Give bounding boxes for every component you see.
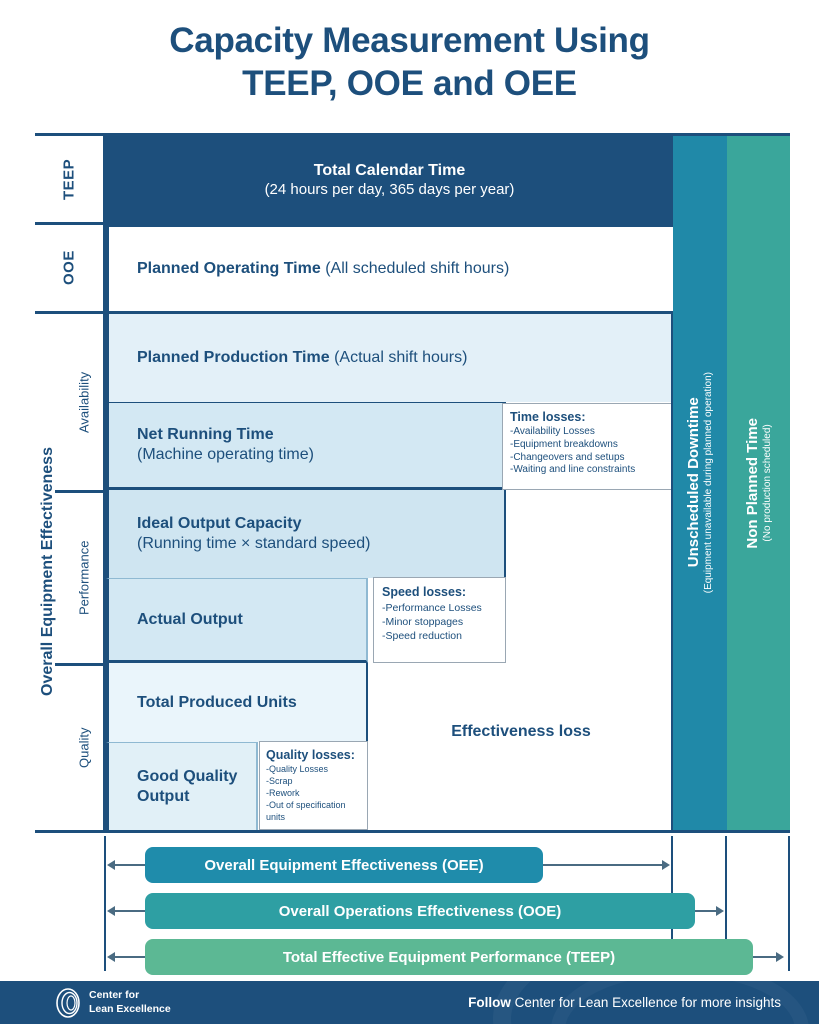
speed-losses-title: Speed losses: bbox=[382, 585, 467, 599]
page-title: Capacity Measurement Using TEEP, OOE and… bbox=[0, 20, 819, 105]
row-ideal-output-capacity: Ideal Output Capacity (Running time × st… bbox=[106, 490, 506, 578]
diagram-top-rule bbox=[35, 133, 790, 136]
non-planned-time-heading: Non Planned Time bbox=[743, 417, 761, 549]
teep-arrow-right-head bbox=[776, 952, 784, 962]
time-losses-item: -Availability Losses bbox=[510, 426, 595, 437]
planned-operating-time-title: Planned Operating Time bbox=[137, 260, 321, 277]
sidebar-spine bbox=[103, 136, 106, 830]
guide-line-left bbox=[104, 836, 106, 971]
column-unscheduled-downtime: Unscheduled Downtime (Equipment unavaila… bbox=[673, 136, 727, 830]
time-losses-item: -Equipment breakdowns bbox=[510, 438, 618, 450]
sidebar-label-teep: TEEP bbox=[60, 158, 78, 200]
main-right-edge-rule bbox=[671, 314, 673, 830]
row-net-running-time: Net Running Time (Machine operating time… bbox=[106, 402, 506, 490]
row-effectiveness-loss: Effectiveness loss bbox=[369, 663, 673, 830]
good-quality-output-title: Good Quality Output bbox=[137, 768, 238, 805]
actual-output-title: Actual Output bbox=[137, 610, 243, 628]
non-planned-time-sub: (No production scheduled) bbox=[761, 424, 773, 542]
row-planned-operating-time: Planned Operating Time (All scheduled sh… bbox=[106, 224, 673, 314]
lean-excellence-logo-icon bbox=[56, 987, 80, 1018]
column-non-planned-time: Non Planned Time (No production schedule… bbox=[727, 136, 790, 830]
diagram-bottom-rule bbox=[35, 830, 790, 833]
loss-box-speed-losses: Speed losses: -Performance Losses -Minor… bbox=[373, 577, 506, 663]
time-losses-title: Time losses: bbox=[510, 410, 586, 424]
time-losses-item: -Changeovers and setups bbox=[510, 451, 625, 463]
sidebar-label-performance: Performance bbox=[76, 540, 92, 616]
metric-bars: Overall Equipment Effectiveness (OEE) Ov… bbox=[35, 836, 790, 975]
quality-losses-item: -Scrap bbox=[266, 775, 293, 786]
net-running-time-sub: (Machine operating time) bbox=[137, 446, 314, 463]
ideal-output-capacity-sub: (Running time × standard speed) bbox=[137, 535, 371, 552]
sidebar-divider-performance bbox=[55, 663, 106, 666]
capacity-diagram: TEEP OOE Overall Equipment Effectiveness… bbox=[35, 133, 790, 833]
ideal-output-capacity-title: Ideal Output Capacity bbox=[137, 515, 302, 532]
ooe-arrow-left-head bbox=[107, 906, 115, 916]
teep-arrow-left-head bbox=[107, 952, 115, 962]
sidebar-label-ooe: OOE bbox=[60, 250, 78, 286]
bar-ooe[interactable]: Overall Operations Effectiveness (OOE) bbox=[145, 893, 695, 929]
row-total-produced-units: Total Produced Units bbox=[106, 663, 368, 742]
brand-line-2: Lean Excellence bbox=[89, 1002, 171, 1015]
sidebar-divider-ooe bbox=[35, 311, 106, 314]
ooe-arrow-right-head bbox=[716, 906, 724, 916]
footer-bar: Center for Lean Excellence Follow Center… bbox=[0, 981, 819, 1024]
net-running-time-title: Net Running Time bbox=[137, 426, 274, 443]
speed-losses-item: -Minor stoppages bbox=[382, 615, 464, 628]
brand-line-1: Center for bbox=[89, 989, 140, 1002]
title-line-2: TEEP, OOE and OEE bbox=[242, 63, 577, 103]
total-calendar-time-title: Total Calendar Time bbox=[313, 161, 466, 179]
teep-arrow-right-line bbox=[753, 956, 777, 958]
sidebar-label-quality: Quality bbox=[76, 727, 92, 769]
ooe-arrow-right-line bbox=[695, 910, 717, 912]
sidebar-label-oee: Overall Equipment Effectiveness bbox=[39, 447, 56, 697]
effectiveness-loss-title: Effectiveness loss bbox=[451, 722, 591, 740]
oee-arrow-right-line bbox=[543, 864, 663, 866]
teep-arrow-left-line bbox=[115, 956, 147, 958]
sidebar-label-availability: Availability bbox=[76, 371, 92, 433]
speed-losses-item: -Speed reduction bbox=[382, 629, 462, 642]
ooe-arrow-left-line bbox=[115, 910, 147, 912]
quality-losses-title: Quality losses: bbox=[266, 748, 355, 762]
row-total-calendar-time: Total Calendar Time (24 hours per day, 3… bbox=[106, 136, 673, 224]
bar-teep[interactable]: Total Effective Equipment Performance (T… bbox=[145, 939, 753, 975]
oee-arrow-left-line bbox=[115, 864, 147, 866]
speed-losses-item: -Performance Losses bbox=[382, 602, 482, 614]
row-planned-production-time: Planned Production Time (Actual shift ho… bbox=[106, 314, 673, 402]
quality-losses-item: -Out of specification units bbox=[266, 799, 346, 822]
follow-text: Follow Center for Lean Excellence for mo… bbox=[468, 995, 781, 1010]
follow-rest: Center for Lean Excellence for more insi… bbox=[510, 995, 781, 1010]
planned-operating-time-sub: (All scheduled shift hours) bbox=[320, 260, 510, 277]
row-actual-output: Actual Output bbox=[106, 578, 368, 663]
unscheduled-downtime-heading: Unscheduled Downtime bbox=[685, 397, 702, 569]
brand-logo-group: Center for Lean Excellence bbox=[55, 987, 171, 1018]
loss-box-quality-losses: Quality losses: -Quality Losses -Scrap -… bbox=[259, 741, 368, 830]
planned-production-time-title: Planned Production Time bbox=[137, 349, 330, 366]
guide-line-ooe-end bbox=[725, 836, 727, 971]
planned-production-time-sub: (Actual shift hours) bbox=[329, 349, 468, 366]
quality-losses-item: -Rework bbox=[266, 787, 300, 798]
quality-losses-item: -Quality Losses bbox=[266, 764, 329, 774]
sidebar-divider-availability bbox=[55, 490, 106, 493]
follow-bold: Follow bbox=[468, 995, 511, 1010]
time-losses-item: -Waiting and line constraints bbox=[510, 464, 636, 476]
total-produced-units-title: Total Produced Units bbox=[137, 693, 297, 711]
bar-oee[interactable]: Overall Equipment Effectiveness (OEE) bbox=[145, 847, 543, 883]
sidebar-divider-teep bbox=[35, 222, 106, 225]
unscheduled-downtime-sub: (Equipment unavailable during planned op… bbox=[703, 372, 714, 594]
row-good-quality-output: Good Quality Output bbox=[106, 742, 258, 830]
loss-box-time-losses: Time losses: -Availability Losses -Equip… bbox=[502, 403, 673, 490]
guide-line-teep-end bbox=[788, 836, 790, 971]
title-line-1: Capacity Measurement Using bbox=[169, 21, 650, 60]
oee-arrow-left-head bbox=[107, 860, 115, 870]
oee-arrow-right-head bbox=[662, 860, 670, 870]
total-calendar-time-sub: (24 hours per day, 365 days per year) bbox=[264, 180, 515, 198]
